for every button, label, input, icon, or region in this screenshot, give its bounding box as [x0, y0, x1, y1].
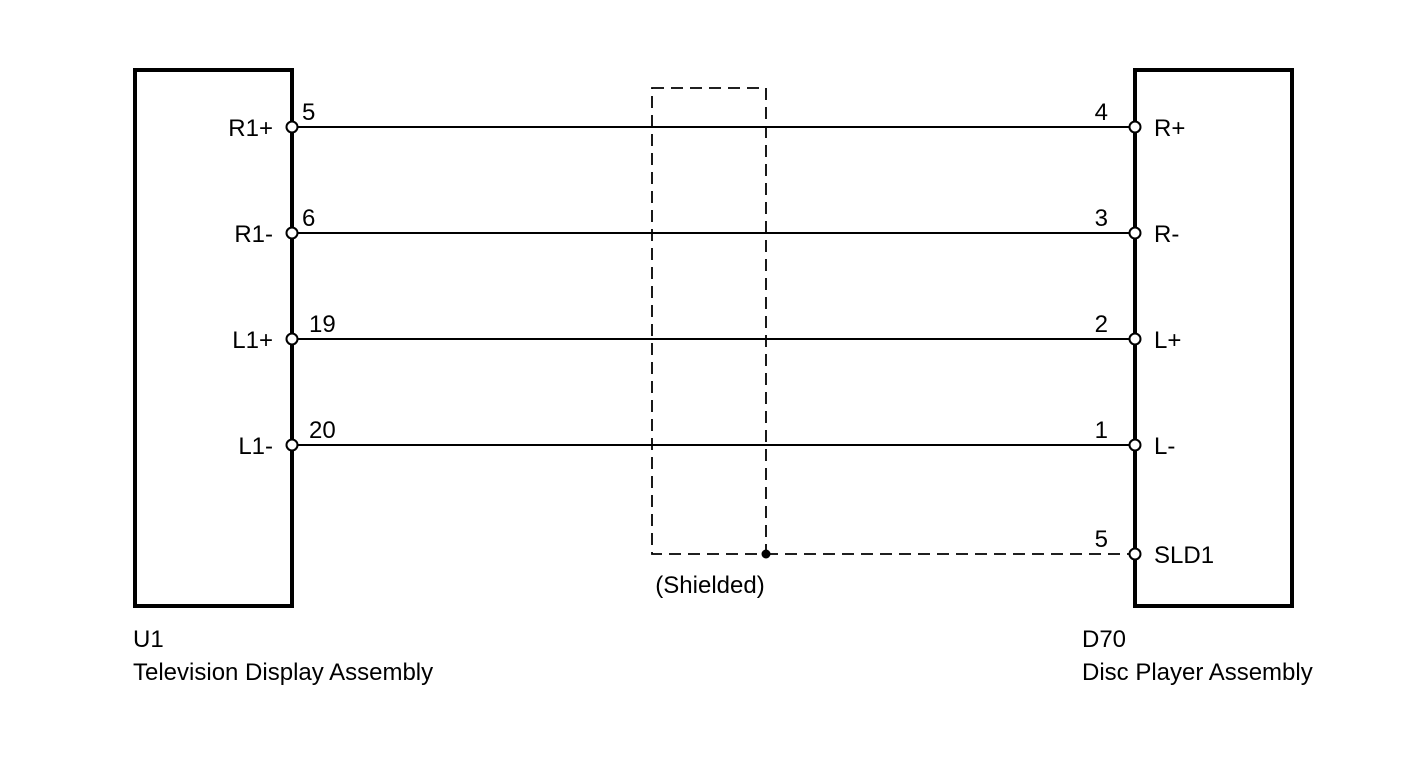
d70-signal-label: L+	[1154, 327, 1181, 354]
d70-signal-label: SLD1	[1154, 542, 1214, 569]
d70-pin-number: 3	[1095, 205, 1108, 232]
d70-signal-label: R+	[1154, 115, 1185, 142]
u1-signal-label: R1-	[234, 221, 273, 248]
d70-signal-label: L-	[1154, 433, 1175, 460]
d70-component-id: D70	[1082, 626, 1126, 653]
d70-signal-label: R-	[1154, 221, 1179, 248]
d70-component-name: Disc Player Assembly	[1082, 659, 1313, 686]
terminal-d70-pin-3	[1128, 226, 1142, 240]
d70-pin-number: 4	[1095, 99, 1108, 126]
d70-pin-number: 5	[1095, 526, 1108, 553]
shield-junction-dot	[761, 549, 771, 559]
shielded-label: (Shielded)	[655, 572, 764, 599]
u1-signal-label: R1+	[228, 115, 273, 142]
terminal-d70-pin-2	[1128, 332, 1142, 346]
d70-pin-number: 2	[1095, 311, 1108, 338]
terminal-d70-pin-4	[1128, 120, 1142, 134]
d70-pin-number: 1	[1095, 417, 1108, 444]
u1-signal-label: L1-	[238, 433, 273, 460]
u1-pin-number: 6	[302, 205, 315, 232]
terminal-d70-pin-1	[1128, 438, 1142, 452]
u1-component-id: U1	[133, 626, 164, 653]
terminal-u1-pin-5	[285, 120, 299, 134]
terminal-u1-pin-20	[285, 438, 299, 452]
terminal-d70-pin-5	[1128, 547, 1142, 561]
u1-pin-number: 5	[302, 99, 315, 126]
terminal-u1-pin-6	[285, 226, 299, 240]
u1-component-name: Television Display Assembly	[133, 659, 433, 686]
u1-signal-label: L1+	[232, 327, 273, 354]
shield-enclosure	[651, 87, 767, 555]
terminal-u1-pin-19	[285, 332, 299, 346]
u1-pin-number: 20	[309, 417, 336, 444]
u1-pin-number: 19	[309, 311, 336, 338]
